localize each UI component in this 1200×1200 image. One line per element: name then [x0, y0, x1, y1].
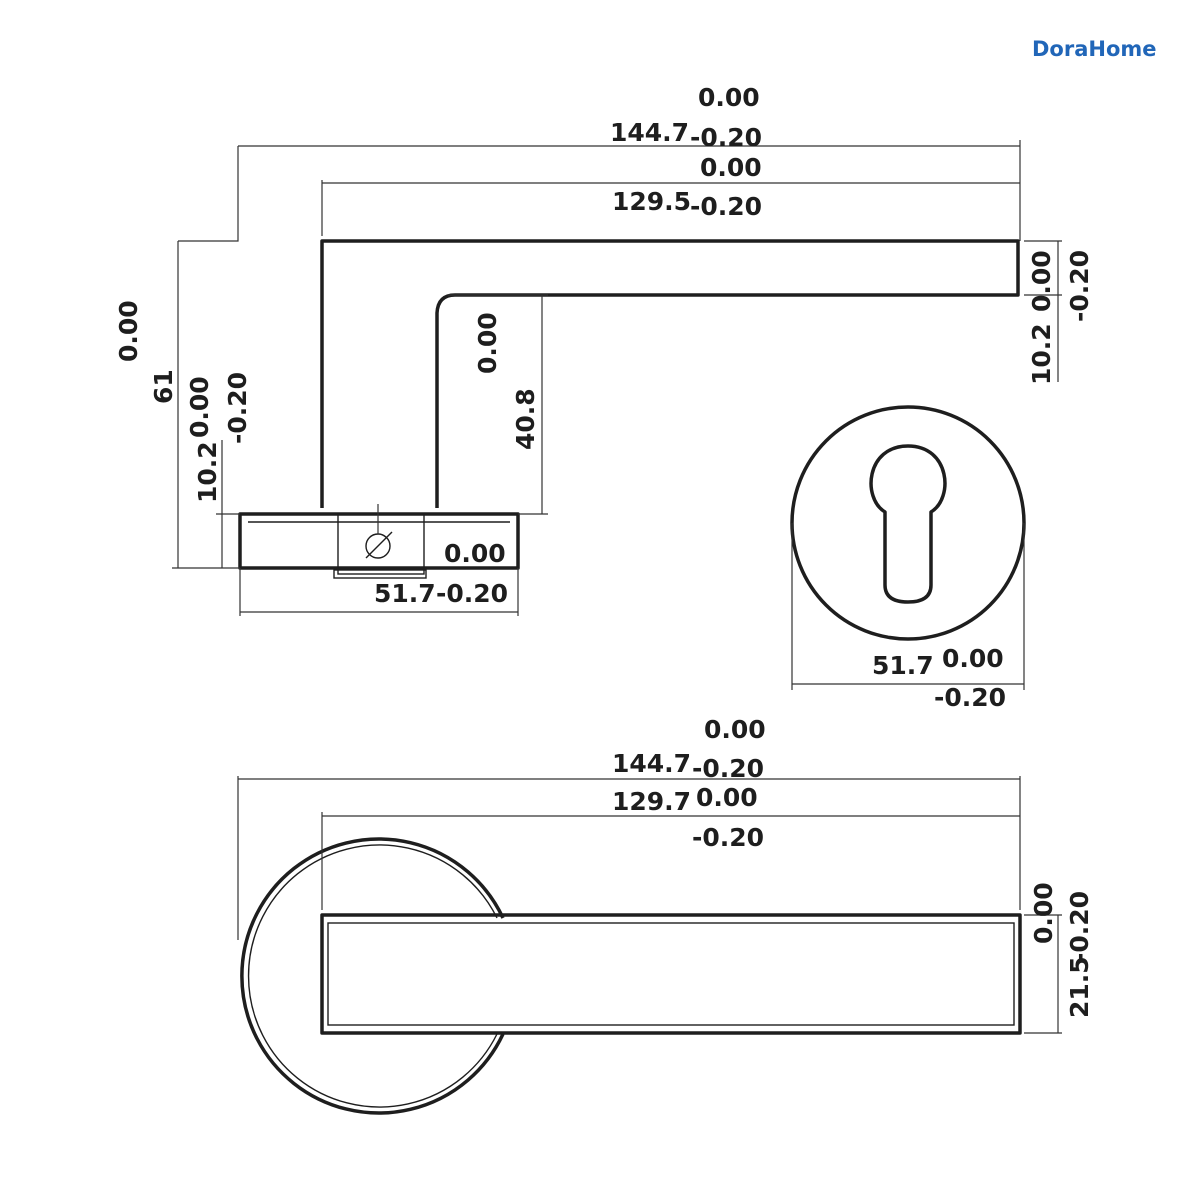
top-lever-length-upper: 0.00	[696, 783, 758, 812]
brand-name: DoraHome	[1032, 37, 1157, 61]
lever-top-inner	[327, 922, 1015, 1026]
side-view: 0.00 144.7 -0.20 0.00 129.5 -0.20 10.2 0…	[114, 83, 1094, 616]
dim-lever-length-top: 129.7 0.00 -0.20	[321, 783, 1020, 910]
rose-diameter-lower: -0.20	[436, 579, 508, 608]
dim-lever-length-side: 0.00 129.5 -0.20	[321, 153, 1020, 236]
rose-thickness-nominal: 10.2	[193, 441, 222, 503]
lever-side-outline	[320, 239, 1020, 508]
top-lever-length-lower: -0.20	[692, 823, 764, 852]
rose-thickness-upper: 0.00	[185, 376, 214, 438]
rose-top-outline	[240, 837, 505, 1115]
lever-length-lower: -0.20	[690, 192, 762, 221]
top-overall-length-upper: 0.00	[704, 715, 766, 744]
escutcheon-diameter-lower: -0.20	[934, 683, 1006, 712]
top-lever-length-nominal: 129.7	[612, 787, 691, 816]
rose-thickness-lower: -0.20	[223, 372, 252, 444]
dim-escutcheon-diameter: 51.7 0.00 -0.20	[791, 523, 1025, 712]
escutcheon-view: 51.7 0.00 -0.20	[790, 405, 1026, 712]
neck-height-upper: 0.00	[473, 312, 502, 374]
overall-length-nominal: 144.7	[610, 118, 689, 147]
overall-length-lower: -0.20	[690, 123, 762, 152]
lever-thickness-upper: 0.00	[1027, 250, 1056, 312]
neck-height-nominal: 40.8	[511, 388, 540, 450]
rose-diameter-upper: 0.00	[444, 539, 506, 568]
dim-lever-width: 0.00 21.5 -0.20	[1024, 882, 1094, 1034]
dim-neck-height: 0.00 40.8	[448, 294, 548, 515]
dim-rose-diameter-side: 0.00 51.7 -0.20	[239, 539, 519, 616]
escutcheon-diameter-upper: 0.00	[942, 644, 1004, 673]
lever-thickness-nominal: 10.2	[1027, 323, 1056, 385]
overall-height-nominal: 61	[149, 369, 178, 404]
lever-top-outline	[320, 913, 1022, 1035]
escutcheon-outline	[790, 405, 1026, 641]
top-overall-length-nominal: 144.7	[612, 749, 691, 778]
brand-logo: DoraHome	[1032, 37, 1157, 61]
dim-overall-length-side: 0.00 144.7 -0.20	[178, 83, 1021, 242]
dim-lever-thickness: 10.2 0.00 -0.20	[1024, 240, 1094, 385]
dim-overall-length-top: 0.00 144.7 -0.20	[237, 715, 1021, 940]
overall-height-upper: 0.00	[114, 300, 143, 362]
rose-diameter-nominal: 51.7	[374, 579, 436, 608]
top-view: 0.00 144.7 -0.20 129.7 0.00 -0.20 0.00 2…	[237, 715, 1094, 1115]
keyhole-cutout	[869, 444, 947, 604]
lever-length-nominal: 129.5	[612, 187, 691, 216]
lever-width-nominal: 21.5	[1065, 956, 1094, 1018]
lever-width-upper: 0.00	[1029, 882, 1058, 944]
escutcheon-diameter-nominal: 51.7	[872, 651, 934, 680]
spindle-block	[333, 504, 427, 579]
lever-thickness-lower: -0.20	[1065, 250, 1094, 322]
lever-width-lower: -0.20	[1065, 891, 1094, 963]
dim-rose-thickness: 10.2 0.00 -0.20	[185, 372, 252, 568]
dim-overall-height: 0.00 61	[114, 241, 240, 569]
top-overall-length-lower: -0.20	[692, 754, 764, 783]
lever-length-upper: 0.00	[700, 153, 762, 182]
overall-length-upper: 0.00	[698, 83, 760, 112]
